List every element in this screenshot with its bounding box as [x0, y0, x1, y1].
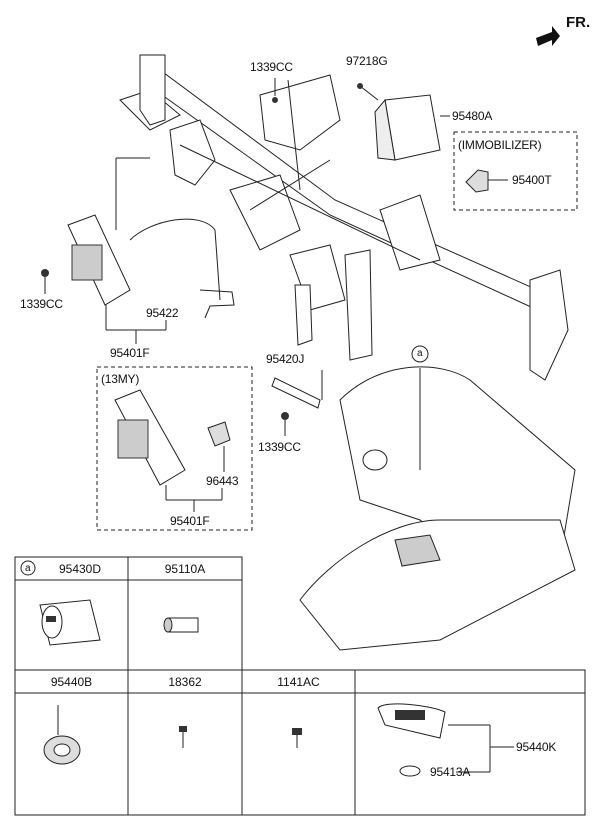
bolt-icon	[41, 269, 49, 277]
front-direction-arrow-icon	[536, 26, 560, 46]
terminal-plug-drawing	[163, 617, 199, 633]
bcm-module-drawing	[357, 83, 441, 161]
immobilizer-title: (IMMOBILIZER)	[458, 138, 542, 152]
part-label-97218g: 97218G	[346, 54, 388, 68]
13my-box	[96, 366, 253, 531]
part-label-95440k: 95440K	[516, 740, 557, 754]
screw-icon	[179, 726, 187, 748]
part-label-95401f-bottom: 95401F	[170, 514, 210, 528]
part-label-1339cc-top: 1339CC	[250, 60, 293, 74]
callout-a-circle	[411, 345, 429, 363]
table-header-1141ac: 1141AC	[277, 675, 320, 689]
part-label-95413a: 95413A	[430, 765, 471, 779]
table-header-95430d: 95430D	[58, 562, 102, 576]
table-header-18362: 18362	[168, 675, 202, 689]
13my-title: (13MY)	[101, 372, 140, 386]
ignition-switch-drawing	[39, 599, 101, 646]
dashboard-console-drawing	[299, 366, 576, 651]
part-label-95422: 95422	[146, 306, 179, 320]
table-header-95440b: 95440B	[50, 675, 93, 689]
cowl-crossmember-drawing	[119, 54, 569, 381]
part-label-95401f-top: 95401F	[110, 346, 150, 360]
callout-a-label: a	[417, 348, 423, 359]
part-label-96443: 96443	[206, 474, 239, 488]
part-label-95400t: 95400T	[512, 173, 552, 187]
table-marker-a-circle	[20, 560, 36, 576]
front-direction-label: FR.	[566, 14, 591, 31]
immobilizer-antenna-drawing	[465, 169, 489, 193]
key-cylinder-drawing	[43, 705, 81, 765]
part-label-1339cc-left: 1339CC	[20, 297, 63, 311]
immobilizer-box	[453, 131, 578, 211]
bolt-icon	[292, 728, 302, 748]
part-label-1339cc-mid: 1339CC	[258, 440, 301, 454]
smart-key-fob-drawing	[377, 703, 446, 777]
table-marker-a: a	[25, 563, 31, 574]
part-label-95480a: 95480A	[452, 109, 493, 123]
smart-key-unit-drawing	[67, 214, 235, 319]
parts-table-grid	[14, 556, 586, 816]
table-header-95110a: 95110A	[164, 562, 206, 576]
part-label-95420j: 95420J	[266, 352, 305, 366]
